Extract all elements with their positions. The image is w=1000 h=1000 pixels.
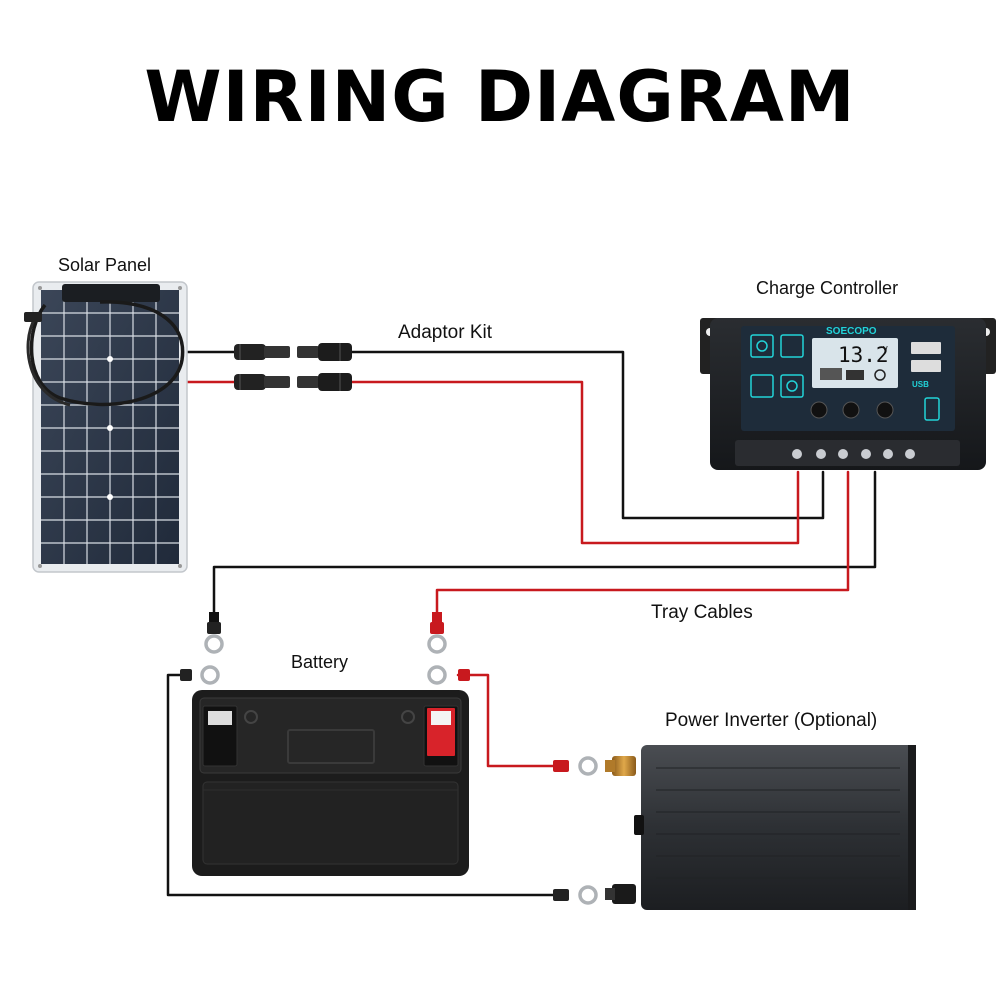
tray-cables-label: Tray Cables — [651, 602, 753, 623]
battery-label: Battery — [291, 652, 349, 672]
mc4-connector-icon — [234, 343, 352, 391]
pv-negative-wire — [348, 350, 825, 520]
battery-negative-tray-cable — [212, 470, 877, 614]
battery-icon — [192, 690, 469, 876]
power-inverter-label: Power Inverter (Optional) — [665, 710, 878, 731]
mc4-positive-pair — [234, 373, 352, 391]
solar-panel-label: Solar Panel — [58, 255, 152, 275]
controller-brand: SOECOPO — [826, 326, 877, 337]
controller-display-value: 13.2 — [838, 343, 889, 367]
controller-usb-label: USB — [912, 380, 929, 389]
inverter-icon — [605, 745, 916, 910]
charge-controller-icon: SOECOPO 13.2 V USB — [700, 318, 996, 470]
mc4-negative-pair — [234, 343, 352, 361]
diagram-title: WIRING DIAGRAM — [144, 56, 856, 138]
battery-positive-tray-cable — [435, 470, 850, 614]
adaptor-kit-label: Adaptor Kit — [398, 322, 492, 343]
pv-positive-wire — [348, 380, 800, 545]
controller-display-unit: V — [883, 345, 888, 354]
wires — [166, 350, 877, 897]
inverter-negative-wire — [166, 673, 555, 897]
inverter-positive-wire — [456, 673, 555, 768]
charge-controller-label: Charge Controller — [756, 278, 899, 298]
solar-panel-icon — [24, 281, 188, 573]
ring-terminal-icon — [180, 612, 598, 905]
